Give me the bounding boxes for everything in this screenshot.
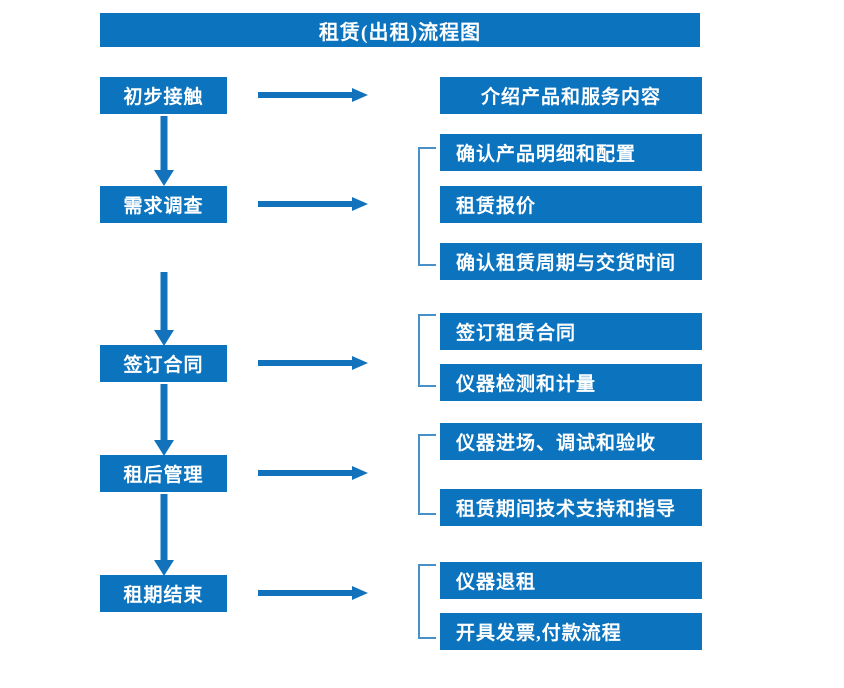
group-bracket-xuqiudiaocha <box>418 147 436 266</box>
detail-box-yiqituizu[interactable]: 仪器退租 <box>440 562 702 599</box>
vertical-arrow-3 <box>154 384 174 456</box>
stage-box-qiandinghetong[interactable]: 签订合同 <box>100 345 227 382</box>
stage-box-xuqiudiaocha[interactable]: 需求调查 <box>100 186 227 223</box>
detail-box-yiqijinchang[interactable]: 仪器进场、调试和验收 <box>440 423 702 460</box>
stage-box-zuqijieshu[interactable]: 租期结束 <box>100 575 227 612</box>
stage-box-chubujiechu[interactable]: 初步接触 <box>100 77 227 114</box>
horizontal-arrow-3 <box>258 356 368 370</box>
group-bracket-zuqijieshu <box>418 564 436 639</box>
stage-box-zuhouguanli[interactable]: 租后管理 <box>100 455 227 492</box>
horizontal-arrow-5 <box>258 586 368 600</box>
page-title: 租赁(出租)流程图 <box>100 13 700 47</box>
detail-box-zulinqijianjishuzhichi[interactable]: 租赁期间技术支持和指导 <box>440 489 702 526</box>
horizontal-arrow-4 <box>258 466 368 480</box>
horizontal-arrow-1 <box>258 88 368 102</box>
group-bracket-zuhouguanli <box>418 434 436 515</box>
vertical-arrow-1 <box>154 116 174 186</box>
vertical-arrow-2 <box>154 272 174 346</box>
group-bracket-qiandinghetong <box>418 314 436 387</box>
detail-box-querenchanpinmingxi[interactable]: 确认产品明细和配置 <box>440 134 702 171</box>
vertical-arrow-4 <box>154 494 174 576</box>
detail-box-jieshaochanpin[interactable]: 介绍产品和服务内容 <box>440 77 702 114</box>
detail-box-qiandingzulinhetong[interactable]: 签订租赁合同 <box>440 313 702 350</box>
detail-box-zulinbaojia[interactable]: 租赁报价 <box>440 186 702 223</box>
horizontal-arrow-2 <box>258 197 368 211</box>
detail-box-kaijufapiao[interactable]: 开具发票,付款流程 <box>440 613 702 650</box>
detail-box-querenzulinzhouqi[interactable]: 确认租赁周期与交货时间 <box>440 243 702 280</box>
detail-box-yiqijiancehejiliang[interactable]: 仪器检测和计量 <box>440 364 702 401</box>
